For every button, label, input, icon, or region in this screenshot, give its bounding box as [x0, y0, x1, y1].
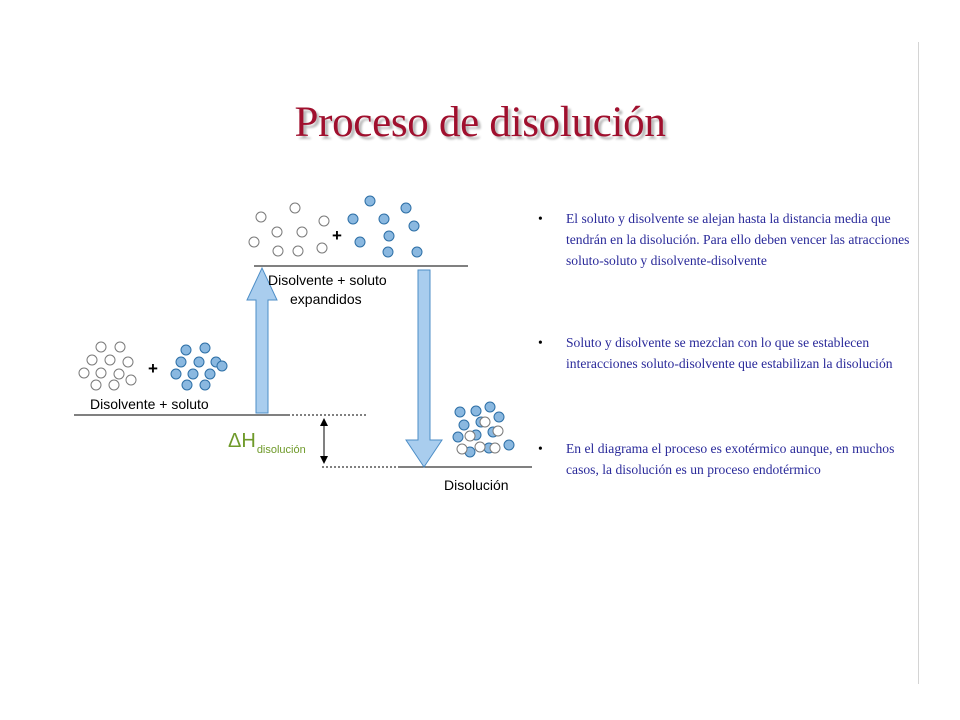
solute-molecule [484, 401, 496, 413]
delta-h-arrow [320, 418, 328, 464]
solute-molecule [199, 379, 211, 391]
solvent-molecule [248, 236, 260, 248]
delta-h-symbol: ΔH [228, 430, 256, 452]
initial-solute-particles [170, 342, 228, 391]
bullet-text: En el diagrama el proceso es exotérmico … [566, 441, 895, 477]
solute-molecule [354, 236, 366, 248]
solvent-molecule [86, 354, 98, 366]
bullet-item: • En el diagrama el proceso es exotérmic… [538, 438, 910, 480]
solvent-molecule [272, 245, 284, 257]
solvent-molecule [316, 242, 328, 254]
solvent-molecule [108, 379, 120, 391]
solute-molecule [454, 406, 466, 418]
solute-molecule [364, 195, 376, 207]
solvent-molecule [114, 341, 126, 353]
solute-molecule [204, 368, 216, 380]
solvent-molecule [474, 441, 486, 453]
solute-molecule [458, 419, 470, 431]
bullet-marker: • [538, 441, 543, 456]
solvent-molecule [456, 443, 468, 455]
solvent-molecule [104, 354, 116, 366]
bullet-text: El soluto y disolvente se alejan hasta l… [566, 211, 910, 268]
solvent-molecule [318, 215, 330, 227]
solute-molecule [181, 379, 193, 391]
solvent-molecule [113, 368, 125, 380]
solvent-molecule [90, 379, 102, 391]
solute-molecule [180, 344, 192, 356]
solvent-molecule [289, 202, 301, 214]
solute-molecule [193, 356, 205, 368]
solute-molecule [383, 230, 395, 242]
solvent-molecule [292, 245, 304, 257]
expanded-particles [248, 195, 423, 258]
label-expanded-line2: expandidos [290, 291, 362, 307]
solute-molecule [382, 246, 394, 258]
plus-sign-initial: + [148, 359, 158, 378]
initial-solvent-particles [78, 341, 137, 391]
solute-molecule [175, 356, 187, 368]
up-arrow [246, 266, 278, 414]
label-expanded-line1: Disolvente + soluto [268, 272, 387, 288]
label-initial-state: Disolvente + soluto [90, 396, 209, 412]
bullet-marker: • [538, 335, 543, 350]
solvent-molecule [78, 367, 90, 379]
solvent-molecule [95, 367, 107, 379]
solute-molecule [503, 439, 515, 451]
delta-h-label: ΔHdisolución [228, 430, 306, 456]
bullet-item: • Soluto y disolvente se mezclan con lo … [538, 332, 910, 374]
solute-molecule [187, 368, 199, 380]
solute-molecule [470, 405, 482, 417]
solvent-molecule [271, 226, 283, 238]
delta-h-subscript: disolución [256, 444, 306, 456]
solute-molecule [493, 411, 505, 423]
solute-molecule [216, 360, 228, 372]
solute-molecule [347, 213, 359, 225]
slide-title: Proceso de disolución [294, 99, 666, 146]
solute-molecule [170, 368, 182, 380]
solvent-molecule [492, 425, 504, 437]
solute-molecule [411, 246, 423, 258]
down-arrow [405, 269, 443, 468]
solvent-molecule [489, 442, 501, 454]
solute-molecule [378, 213, 390, 225]
final-solution-particles [452, 401, 515, 458]
solvent-molecule [296, 226, 308, 238]
label-final-state: Disolución [444, 477, 509, 493]
solute-molecule [408, 220, 420, 232]
bullet-item: • El soluto y disolvente se alejan hasta… [538, 208, 910, 271]
solvent-molecule [479, 416, 491, 428]
bullet-marker: • [538, 211, 543, 226]
solvent-molecule [464, 430, 476, 442]
solute-molecule [452, 431, 464, 443]
solute-molecule [400, 202, 412, 214]
solvent-molecule [125, 374, 137, 386]
solute-molecule [199, 342, 211, 354]
solvent-molecule [122, 356, 134, 368]
solvent-molecule [255, 211, 267, 223]
plus-sign-expanded: + [332, 226, 342, 245]
bullet-text: Soluto y disolvente se mezclan con lo qu… [566, 335, 893, 371]
solvent-molecule [95, 341, 107, 353]
page-edge-divider [918, 42, 919, 684]
